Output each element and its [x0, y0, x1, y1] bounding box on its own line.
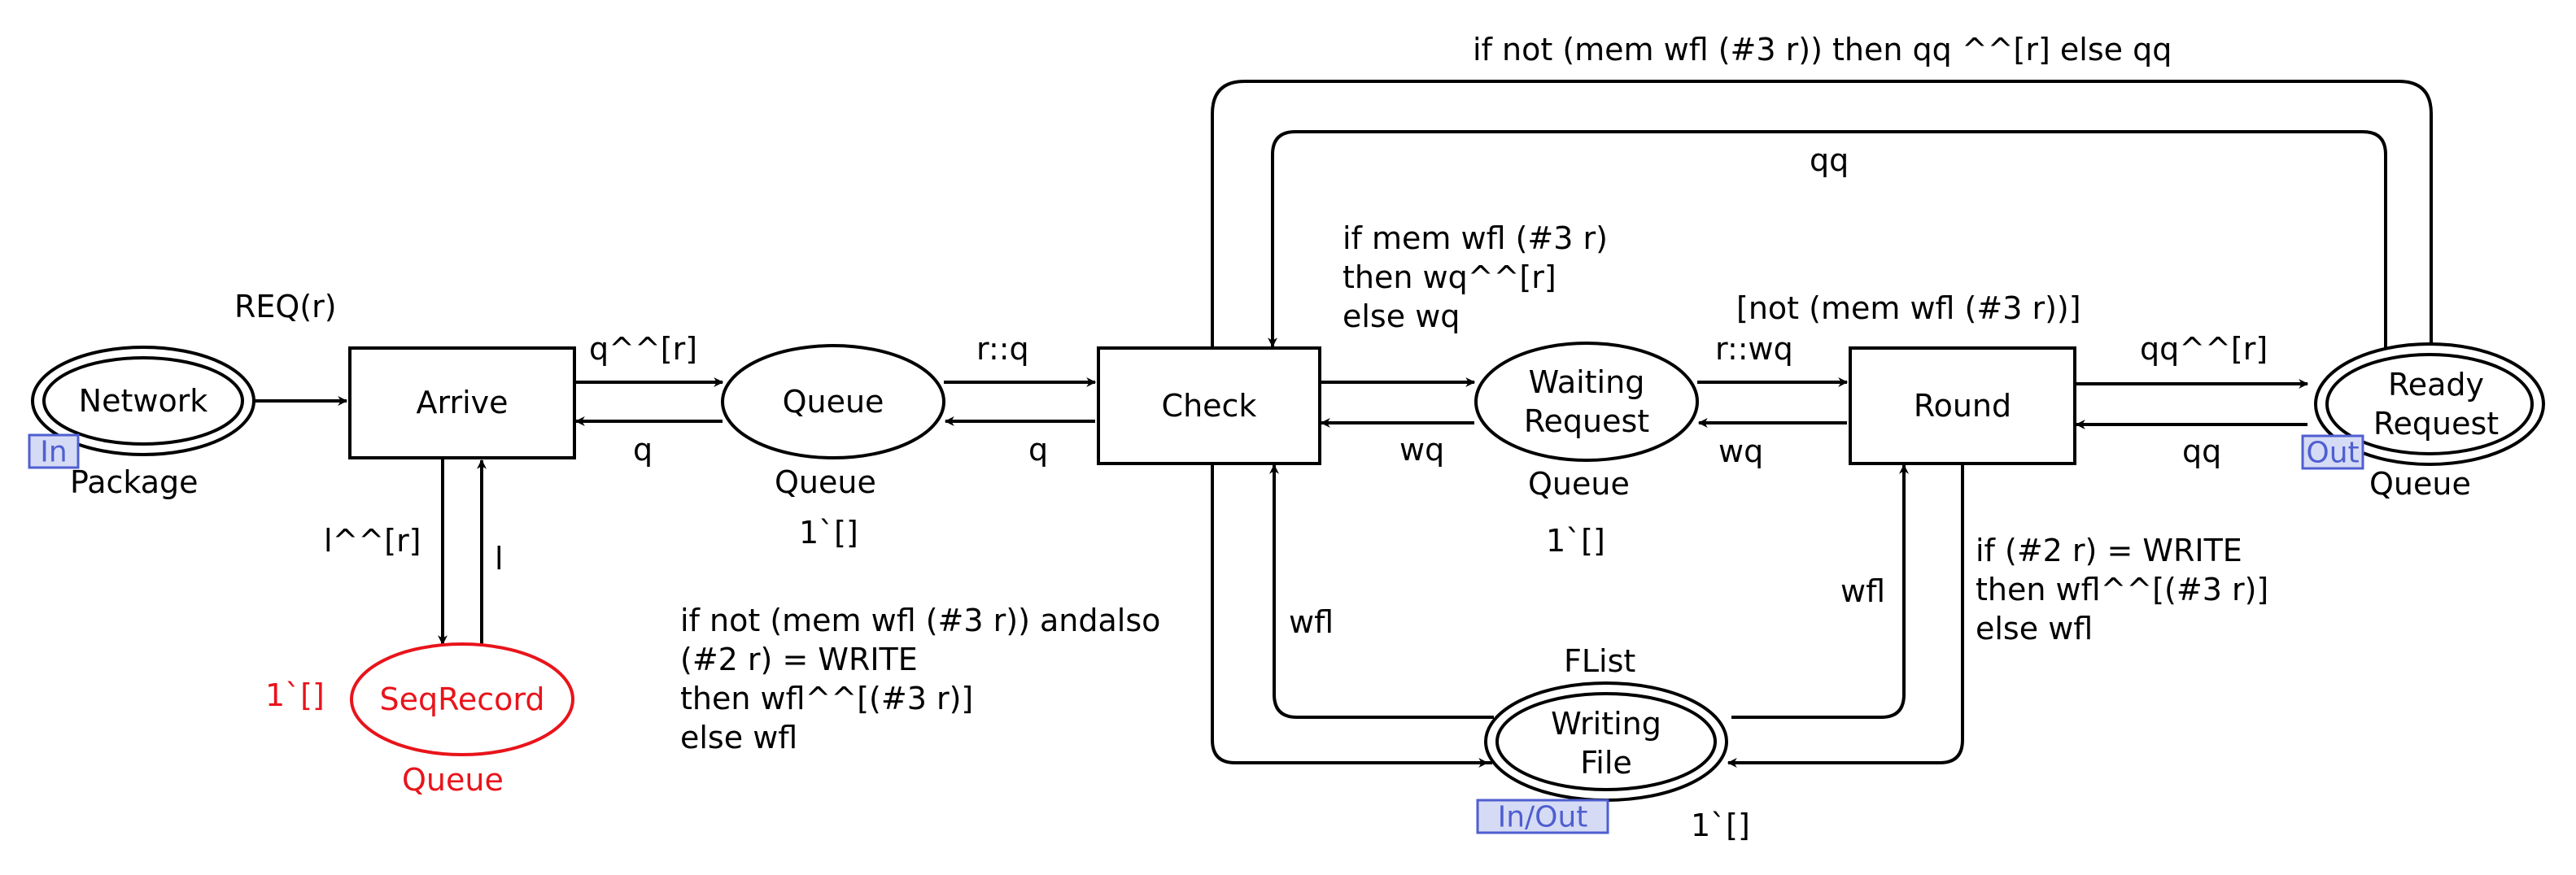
arc-label-writing-check: wfl — [1289, 604, 1334, 640]
arc-label-check-waiting-1: if mem wfl (#3 r) — [1343, 220, 1608, 256]
place-writing-file-label-line1: Writing — [1551, 706, 1661, 742]
arc-label-req: REQ(r) — [234, 289, 337, 324]
place-ready-request-label-line1: Ready — [2388, 367, 2484, 403]
arc-label-ready-check-top: qq — [1810, 142, 1849, 178]
arc-label-queue-arrive: q — [633, 432, 653, 468]
arc-label-check-writing-4: else wfl — [680, 720, 797, 755]
place-network-type: Package — [70, 464, 199, 500]
place-waiting-request-label-line2: Request — [1524, 403, 1649, 439]
transition-round[interactable]: Round — [1849, 346, 2076, 465]
place-waiting-type: Queue — [1528, 466, 1630, 502]
arc-label-seqrecord-arrive: l — [495, 541, 504, 577]
place-seqrecord-type: Queue — [402, 762, 504, 798]
arc-label-round-writing-2: then wfl^^[(#3 r)] — [1976, 572, 2268, 607]
arc-label-arrive-seqrecord: l^^[r] — [324, 523, 421, 559]
port-tag-inout: In/Out — [1476, 799, 1609, 834]
place-ready-request[interactable]: Ready Request — [2314, 342, 2545, 466]
port-tag-in: In — [28, 433, 80, 469]
arc-label-round-ready: qq^^[r] — [2140, 331, 2268, 367]
place-writing-file-label-line2: File — [1580, 745, 1632, 781]
arc-label-ready-round: qq — [2182, 433, 2221, 469]
place-ready-request-label-line2: Request — [2373, 406, 2499, 442]
arc-label-waiting-round: r::wq — [1715, 331, 1793, 367]
arc-writing-to-check — [1273, 464, 1494, 719]
place-queue-marking: 1`[] — [799, 515, 858, 551]
arc-check-to-ready-top — [1211, 80, 2436, 355]
arc-ready-to-check-top — [1268, 130, 2387, 358]
arc-label-check-writing-3: then wfl^^[(#3 r)] — [680, 681, 973, 716]
arc-label-check-writing-2: (#2 r) = WRITE — [680, 642, 918, 677]
arc-writing-to-round — [1731, 464, 1906, 719]
place-queue-label: Queue — [783, 384, 884, 420]
transition-round-guard: [not (mem wfl (#3 r))] — [1736, 290, 2081, 326]
place-writing-type: FList — [1564, 643, 1635, 679]
transition-check-label: Check — [1162, 388, 1257, 424]
arc-label-round-writing-1: if (#2 r) = WRITE — [1976, 533, 2242, 568]
labels: REQ(r) Package q^^[r] q Queue 1`[] l^^[r… — [70, 32, 2471, 843]
arc-label-check-waiting-3: else wq — [1343, 298, 1460, 334]
place-waiting-marking: 1`[] — [1546, 523, 1605, 559]
transition-round-label: Round — [1914, 388, 2011, 424]
arc-round-to-writing — [1735, 464, 1964, 764]
arc-label-check-ready-top: if not (mem wfl (#3 r)) then qq ^^[r] el… — [1473, 32, 2172, 67]
place-seqrecord-marking: 1`[] — [265, 677, 325, 713]
place-writing-marking: 1`[] — [1691, 808, 1750, 843]
transition-arrive-label: Arrive — [417, 385, 509, 420]
arc-label-waiting-check: wq — [1399, 432, 1444, 468]
arc-label-round-waiting: wq — [1718, 433, 1763, 469]
place-queue[interactable]: Queue — [721, 344, 945, 459]
arc-label-queue-check: r::q — [976, 331, 1029, 367]
arcs — [254, 80, 2436, 764]
port-tag-out: Out — [2301, 434, 2364, 470]
arc-label-round-writing-3: else wfl — [1976, 611, 2093, 646]
place-ready-type: Queue — [2369, 466, 2471, 502]
svg-text:Out: Out — [2306, 437, 2359, 470]
arc-label-check-writing-1: if not (mem wfl (#3 r)) andalso — [680, 603, 1160, 638]
arc-label-arrive-queue: q^^[r] — [589, 331, 697, 367]
arc-check-to-writing — [1211, 464, 1492, 764]
place-waiting-request[interactable]: Waiting Request — [1474, 342, 1699, 462]
place-seqrecord-label: SeqRecord — [380, 681, 545, 717]
arc-label-writing-round: wfl — [1840, 573, 1885, 609]
place-seqrecord[interactable]: SeqRecord — [350, 642, 574, 756]
place-waiting-request-label-line1: Waiting — [1529, 364, 1645, 400]
transition-arrive[interactable]: Arrive — [348, 346, 576, 459]
svg-text:In: In — [40, 436, 67, 469]
place-network[interactable]: Network — [31, 346, 255, 456]
transition-check[interactable]: Check — [1097, 346, 1321, 465]
place-queue-type: Queue — [775, 464, 876, 500]
arrowheads-writing-file — [1269, 464, 1909, 768]
place-network-label: Network — [79, 383, 208, 419]
arc-label-check-waiting-2: then wq^^[r] — [1343, 259, 1557, 295]
place-writing-file[interactable]: Writing File — [1484, 681, 1728, 802]
arc-label-check-queue: q — [1028, 432, 1048, 468]
svg-text:In/Out: In/Out — [1498, 801, 1588, 834]
